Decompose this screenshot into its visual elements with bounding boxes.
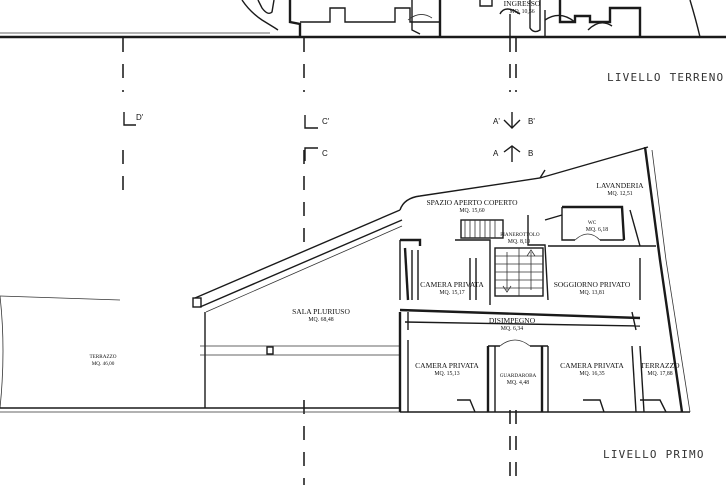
room-spazio-area: MQ. 15,60 <box>459 208 484 214</box>
room-pianerottolo-area: MQ. 8,10 <box>508 239 530 245</box>
room-camera2-area: MQ. 15,13 <box>434 371 459 377</box>
room-wc-area: MQ. 6,18 <box>586 227 608 233</box>
room-camera3-name: CAMERA PRIVATA <box>560 361 624 370</box>
room-terrazzo-right-area: MQ. 17,88 <box>647 371 672 377</box>
room-pianerottolo-name: PIANEROTTOLO <box>500 232 540 238</box>
section-label-c: C <box>322 149 328 158</box>
room-soggiorno-name: SOGGIORNO PRIVATO <box>554 280 631 289</box>
room-camera1-area: MQ. 15,17 <box>439 290 464 296</box>
room-disimpegno-area: MQ. 6,34 <box>501 326 523 332</box>
section-lines <box>122 38 517 485</box>
level-label-first: LIVELLO PRIMO <box>603 448 705 461</box>
room-lavanderia-name: LAVANDERIA <box>596 181 644 190</box>
room-wc-name: WC <box>588 220 597 226</box>
room-camera2-name: CAMERA PRIVATA <box>415 361 479 370</box>
room-ingresso-area: MQ. 10,56 <box>509 9 534 15</box>
section-label-b-prime: B' <box>528 117 535 126</box>
room-guardaroba-name: GUARDAROBA <box>500 373 537 379</box>
room-disimpegno-name: DISIMPEGNO <box>489 316 536 325</box>
section-marker-d: D' <box>123 112 144 126</box>
section-marker-ab: A' B' A B <box>493 112 535 162</box>
level-label-ground: LIVELLO TERRENO <box>607 71 724 84</box>
room-sala-area: MQ. 68,48 <box>308 317 333 323</box>
room-camera1-name: CAMERA PRIVATA <box>420 280 484 289</box>
ground-level-fragment: INGRESSO MQ. 10,56 <box>0 0 726 39</box>
section-label-b: B <box>528 149 533 158</box>
section-label-a-prime: A' <box>493 117 500 126</box>
room-terrazzo-left-name: TERRAZZO <box>89 354 116 360</box>
section-label-c-prime: C' <box>322 117 330 126</box>
room-guardaroba-area: MQ. 4,48 <box>507 380 529 386</box>
stair-treads <box>464 220 544 297</box>
room-ingresso-name: INGRESSO <box>504 0 541 8</box>
room-terrazzo-left-area: MQ. 46,00 <box>92 361 115 367</box>
room-camera3-area: MQ. 16,35 <box>579 371 604 377</box>
section-label-a: A <box>493 149 499 158</box>
room-spazio-name: SPAZIO APERTO COPERTO <box>426 198 518 207</box>
section-marker-c: C' C <box>304 115 330 161</box>
room-terrazzo-right-name: TERRAZZO <box>640 361 680 370</box>
first-level-plan <box>0 146 691 413</box>
room-labels: LAVANDERIA MQ. 12,51 SPAZIO APERTO COPER… <box>89 181 680 386</box>
room-sala-name: SALA PLURIUSO <box>292 307 350 316</box>
room-soggiorno-area: MQ. 13,81 <box>579 290 604 296</box>
room-lavanderia-area: MQ. 12,51 <box>607 191 632 197</box>
section-label-d-prime: D' <box>136 113 144 122</box>
